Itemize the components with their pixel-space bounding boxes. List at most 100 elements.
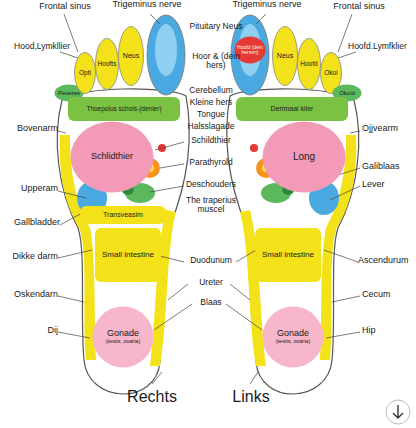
leader-line — [350, 131, 360, 133]
zone-label: Cerebellum — [180, 86, 242, 95]
leader-line — [150, 186, 184, 192]
zone-fill — [236, 97, 348, 121]
reflex-zone: Neus — [118, 26, 144, 86]
zone-name: Hoofd — [300, 61, 317, 68]
zone-label: Halsslagade — [180, 122, 242, 131]
zone-label: Trigeminus nerve — [104, 0, 190, 10]
zone-label: Hip — [362, 326, 416, 336]
reflex-zone: Gonade(testis, ovaria) — [92, 306, 154, 368]
leader-line — [152, 372, 162, 384]
zone-label: The traperius muscel — [176, 196, 246, 215]
leader-line — [168, 284, 188, 300]
leader-line — [256, 14, 266, 24]
zone-label: Tongue — [180, 110, 242, 119]
zone-fill — [95, 228, 161, 282]
foot-title: Links — [216, 388, 286, 406]
leader-line — [155, 142, 184, 150]
zone-fill — [75, 53, 96, 94]
zone-label: Duodunum — [180, 256, 242, 265]
zone-name: Neus — [123, 52, 139, 59]
leader-line — [58, 332, 90, 338]
zone-name: Gonade — [107, 329, 139, 338]
zone-label: Deschouders — [180, 180, 242, 189]
zone-fill — [263, 122, 346, 193]
reflex-zone: Long — [262, 121, 346, 193]
zone-note: (testis, ovaria) — [106, 339, 141, 345]
zone-name: Opti — [79, 70, 91, 77]
zone-label: Blaas — [180, 298, 242, 307]
leader-line — [58, 250, 92, 258]
zone-name: Gonade — [277, 329, 309, 338]
zone-label: Upperam — [0, 184, 58, 194]
reflex-zone: Gonade(testis, ovaria) — [262, 306, 324, 368]
zone-label: Bovenarm — [0, 124, 58, 134]
zone-label: Ureter — [180, 278, 242, 287]
zone-name: Schlidthier — [91, 152, 133, 161]
zone-fill — [263, 307, 324, 368]
zone-label: Dikke darm — [0, 252, 58, 262]
zone-fill — [68, 97, 180, 121]
zone-label: Ojjvearm — [362, 124, 416, 134]
zone-label: Trigeminus nerve — [224, 0, 310, 10]
leader-line — [58, 296, 84, 302]
zone-name: Transveasim — [103, 211, 143, 218]
reflex-zone: Opti — [74, 52, 96, 94]
leader-lines — [58, 14, 360, 384]
zone-label: Frontal sinus — [322, 2, 396, 12]
zone-name: Thoepolus schols-(denier) — [86, 106, 161, 113]
zone-label: Hood,Lymkllier — [0, 42, 70, 51]
leader-line — [330, 186, 360, 200]
reflex-zone: Small intestine — [255, 228, 321, 282]
reflex-zone: Transveasim — [80, 206, 166, 224]
reflex-zone: Derimaal kiler — [236, 97, 348, 121]
leader-line — [160, 164, 184, 168]
zone-name: Derimaal kiler — [271, 105, 314, 112]
zone-name: Neus — [277, 52, 293, 59]
zone-label: Frontal sinus — [28, 2, 102, 12]
leader-line — [324, 250, 358, 262]
foot-title: Rechts — [112, 388, 192, 406]
zone-name: Long — [293, 152, 315, 163]
left-foot-drawing — [227, 15, 359, 394]
zone-fill — [71, 122, 154, 193]
zone-name: Okoid — [339, 90, 355, 96]
zone-fill — [298, 39, 321, 90]
reflex-zone: Small intestine — [95, 228, 161, 282]
leader-line — [150, 14, 160, 24]
zone-name: Small intestine — [102, 251, 154, 259]
leader-line — [236, 250, 256, 262]
leader-line — [58, 191, 86, 198]
reflex-zone: Schlidthier — [70, 121, 154, 193]
zone-fill — [273, 27, 298, 86]
zone-name: Okoi — [324, 70, 337, 77]
leader-line — [326, 332, 360, 338]
zone-label: Hoofd.Lymfklier — [348, 42, 416, 51]
leader-line — [250, 372, 258, 384]
zone-fill — [93, 307, 154, 368]
reflex-zone: Thoepolus schols-(denier) — [68, 97, 180, 121]
leader-line — [160, 256, 184, 262]
reflex-zone: Hoofts — [95, 38, 119, 90]
leader-line — [58, 131, 66, 133]
zone-fill — [119, 27, 144, 86]
zone-name: Peveres — [58, 90, 80, 96]
zone-label: Galiblaas — [362, 162, 416, 172]
zone-label: Pituitary Neus — [186, 22, 246, 31]
zone-label: Lever — [362, 180, 416, 190]
zone-label: Dij — [0, 326, 58, 336]
scroll-circle — [386, 400, 410, 424]
right-foot-drawing — [57, 15, 189, 394]
zone-label: Oskendarn — [0, 290, 58, 300]
zone-label: Schildthier — [180, 136, 242, 145]
zone-fill — [96, 39, 119, 90]
zone-label: Gallbladder — [0, 218, 60, 228]
leader-line — [332, 296, 360, 302]
down-arrow — [393, 405, 403, 418]
zone-label: Kleine hers — [180, 98, 242, 107]
zone-name: Small intestine — [262, 251, 314, 259]
reflex-zone: Neus — [272, 26, 298, 86]
leader-line — [154, 304, 192, 330]
zone-name: Hoofts — [98, 61, 117, 68]
